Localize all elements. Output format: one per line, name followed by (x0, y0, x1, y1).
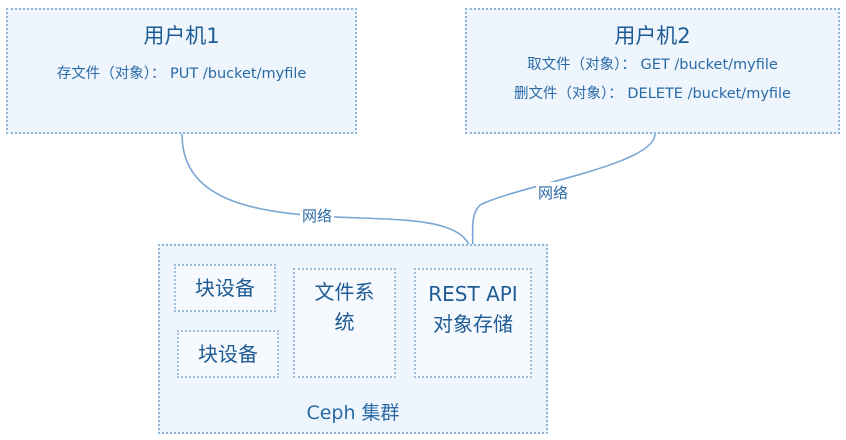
put-operation: 存文件（对象）： PUT /bucket/myfile (56, 66, 307, 82)
user-machine-2-title: 用户机2 (614, 24, 691, 48)
block-device-2: 块设备 (177, 330, 279, 378)
network-label-right: 网络 (536, 182, 571, 203)
delete-operation: 删文件（对象）： DELETE /bucket/myfile (514, 86, 791, 102)
rest-api-label: REST API (428, 282, 518, 306)
connector-user1-to-rest (181, 133, 474, 259)
block-device-1-label: 块设备 (195, 276, 255, 300)
filesystem: 文件系 统 (293, 268, 396, 378)
network-label-left: 网络 (300, 205, 335, 226)
connector-user2-to-rest (471, 133, 656, 259)
object-storage-label: 对象存储 (433, 312, 513, 336)
user-machine-2: 用户机2 取文件（对象）： GET /bucket/myfile 删文件（对象）… (465, 8, 840, 134)
rest-api-object-storage: REST API 对象存储 (414, 268, 532, 378)
filesystem-label-line1: 文件系 (314, 280, 375, 304)
user-machine-1-title: 用户机1 (143, 24, 220, 48)
block-device-1: 块设备 (174, 264, 276, 312)
user-machine-1: 用户机1 存文件（对象）： PUT /bucket/myfile (6, 8, 357, 134)
get-operation: 取文件（对象）： GET /bucket/myfile (527, 57, 778, 73)
filesystem-label-line2: 统 (334, 310, 355, 334)
block-device-2-label: 块设备 (198, 342, 258, 366)
ceph-cluster-label: Ceph 集群 (306, 402, 400, 424)
